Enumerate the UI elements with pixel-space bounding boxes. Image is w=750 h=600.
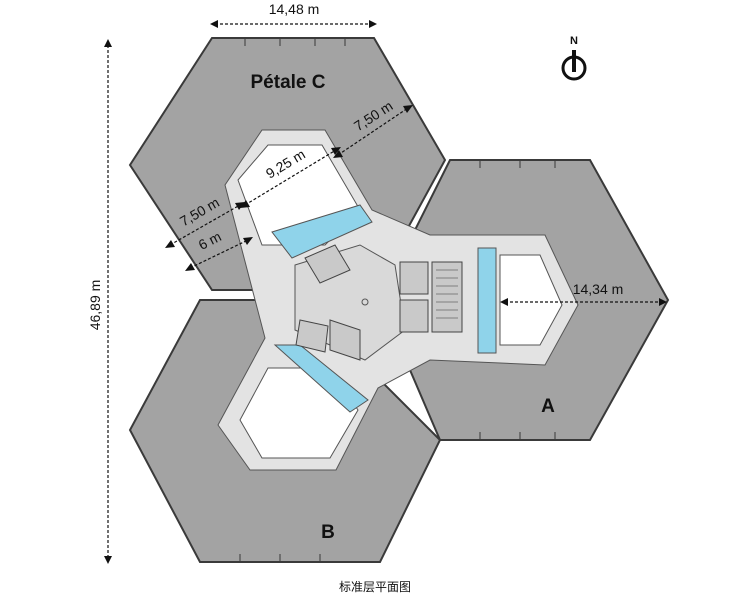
arrowhead-span-end	[331, 147, 341, 155]
arrowhead-core-start	[185, 263, 195, 271]
arrowhead-a-left	[500, 298, 508, 306]
dim-left-height-label: 46,89 m	[87, 280, 103, 331]
wet-area-b	[273, 344, 369, 413]
petal-c-label: Pétale C	[251, 72, 326, 93]
north-label: N	[570, 35, 578, 47]
petal-a-label: A	[541, 396, 555, 417]
arrowhead-outer-end	[403, 105, 413, 113]
arrowhead-inner-start	[165, 240, 175, 248]
arrowhead-core-end	[243, 237, 253, 245]
dim-depth-outer	[337, 107, 409, 156]
dim-petal-a-width-label: 14,34 m	[573, 281, 624, 297]
facade-mullions	[239, 38, 556, 562]
courtyard-a	[499, 254, 563, 346]
arrowhead-a-right	[659, 298, 667, 306]
arrowhead-outer-start	[333, 150, 343, 158]
arrowhead-left-bottom	[104, 556, 112, 564]
arrowhead-span-start	[240, 200, 250, 208]
dim-depth-core	[189, 239, 249, 269]
dim-core-span	[244, 149, 337, 206]
core-blocks	[295, 244, 463, 361]
plan-caption: 标准层平面图	[338, 580, 411, 594]
central-column	[361, 298, 369, 306]
wet-area-a	[477, 247, 497, 354]
arrowhead-inner-end	[235, 202, 245, 210]
arrowhead-left-top	[104, 39, 112, 47]
dim-depth-inner	[169, 204, 241, 246]
stair-treads	[436, 269, 458, 319]
arrowhead-top-right	[369, 20, 377, 28]
wet-area-c	[271, 204, 373, 259]
north-arrow-icon: N	[561, 35, 587, 81]
arrowhead-top-left	[210, 20, 218, 28]
dim-top-width-label: 14,48 m	[269, 1, 320, 17]
petal-b-label: B	[321, 522, 335, 543]
